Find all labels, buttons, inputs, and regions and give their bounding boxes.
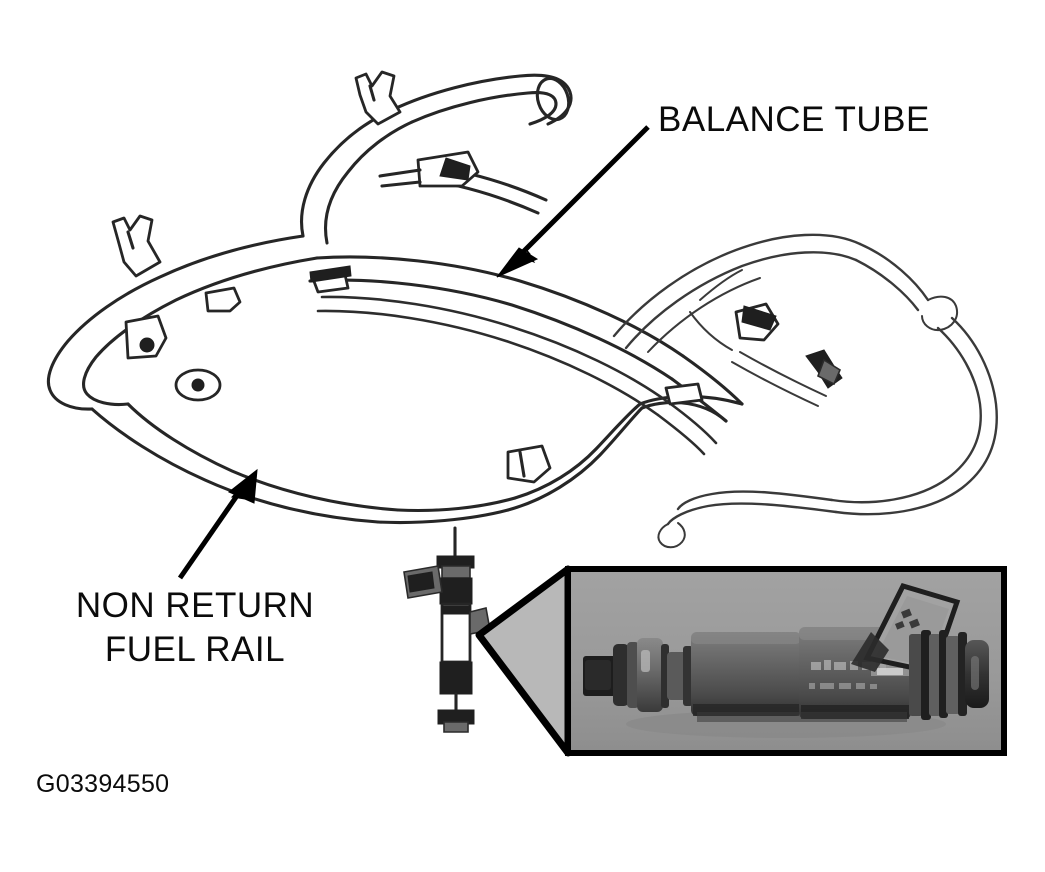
hose-clamp-lower <box>664 382 704 406</box>
photo-callout-triangle <box>475 565 572 757</box>
fuel-rail-label-line2: FUEL RAIL <box>104 630 286 669</box>
fuel-injector-photo-canvas <box>571 572 1001 750</box>
stud-bolt <box>805 349 843 389</box>
bracket-lower-right <box>506 444 552 484</box>
balance-tube-top-branch <box>300 73 573 245</box>
figure-reference-code: G03394550 <box>36 770 170 798</box>
right-hose-assembly <box>612 233 998 549</box>
injector-line-drawing <box>403 526 491 733</box>
callout-label-balance-tube: BALANCE TUBE <box>658 100 930 139</box>
bracket-mid-top <box>378 150 480 188</box>
bracket-clamp-small <box>204 286 242 313</box>
balance-tube-main-loop <box>46 234 744 525</box>
balance-tube-inner-rail <box>316 295 718 456</box>
bracket-mid-left <box>124 314 168 360</box>
fuel-injector-photo <box>565 566 1007 756</box>
balance-tube-arrow <box>496 125 650 278</box>
bracket-right-clamp <box>734 302 780 342</box>
bracket-left <box>111 214 162 278</box>
fuel-rail-arrow <box>177 468 258 580</box>
bracket-upper-left <box>354 70 402 126</box>
callout-label-non-return-fuel-rail: NON RETURN FUEL RAIL <box>62 584 328 672</box>
bracket-bolt-flange <box>174 368 222 402</box>
bracket-junction-top <box>309 265 352 294</box>
tube-open-end <box>535 76 571 122</box>
fuel-rail-label-line1: NON RETURN <box>75 586 315 625</box>
